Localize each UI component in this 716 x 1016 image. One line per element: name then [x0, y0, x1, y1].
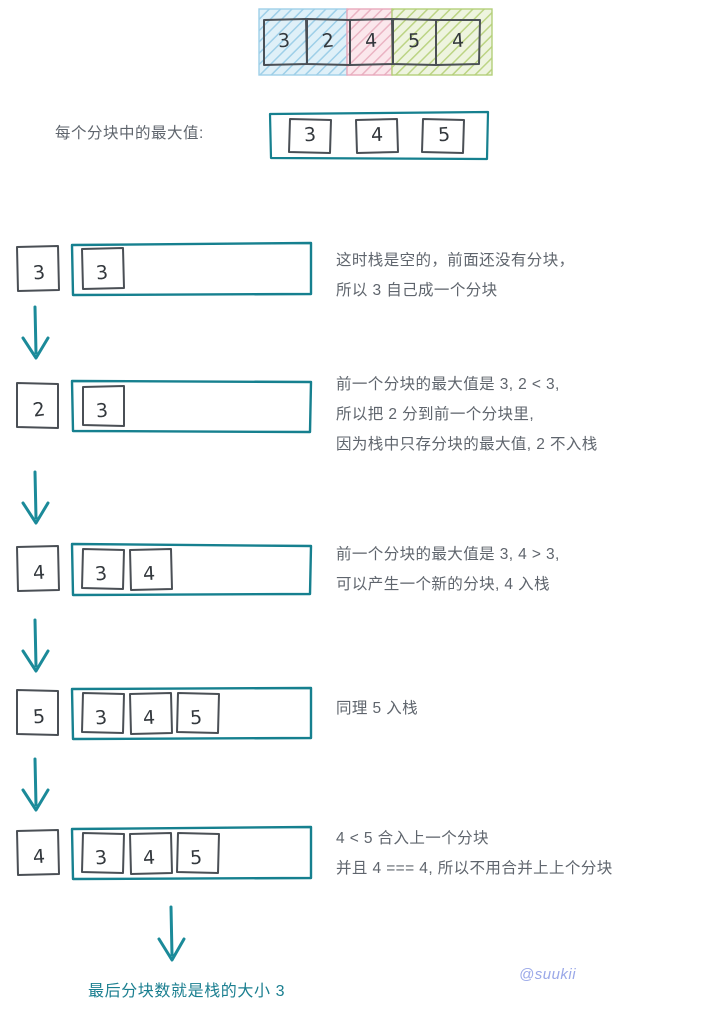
step-4-stack-box: [70, 686, 313, 741]
step-5-stack-value: 4: [142, 846, 156, 870]
step-4-note: 同理 5 入栈: [336, 700, 419, 717]
step-1-stack-box: [70, 241, 313, 297]
step-3-stack-box: [70, 542, 313, 597]
step-1-note: 这时栈是空的，前面还没有分块， 所以 3 自己成一个分块: [336, 252, 575, 299]
step-5-current-box: [16, 829, 60, 876]
step-3-stack-value: 4: [142, 562, 156, 586]
max-values-box: [268, 110, 490, 161]
step-1-stack-value: 3: [95, 261, 110, 285]
step-2-stack-value: 3: [95, 399, 109, 423]
step-5-stack-value: 3: [94, 846, 109, 870]
arrow-down-3: [21, 618, 50, 673]
step-2-stack-box: [70, 379, 313, 434]
step-3-stack-value: 3: [94, 562, 109, 586]
step-3-current-box: [16, 545, 60, 592]
step-4-stack-value: 3: [94, 706, 109, 730]
step-5-note: 4 < 5 合入上一个分块 并且 4 === 4, 所以不用合并上上个分块: [336, 830, 613, 877]
step-3: 4 3 4 前一个分块的最大值是 3, 4 > 3, 可以产生一个新的分块, 4…: [0, 538, 716, 613]
array-cell-value: 4: [451, 29, 465, 53]
array-cell-value: 2: [320, 29, 336, 53]
array-cell-value: 5: [407, 29, 421, 53]
step-5-stack-box: [70, 825, 313, 881]
watermark: @suukii: [519, 966, 577, 983]
step-1-current-value: 3: [32, 261, 47, 285]
step-3-current-value: 4: [32, 561, 46, 585]
step-4-stack-value: 5: [189, 706, 203, 730]
step-1: 3 3 这时栈是空的，前面还没有分块， 所以 3 自己成一个分块: [0, 238, 716, 308]
array-row: 3 2 4 5 4: [258, 8, 494, 76]
max-values-container: 3 4 5: [268, 110, 490, 162]
array-cell-value: 3: [277, 29, 291, 53]
step-2: 2 3 前一个分块的最大值是 3, 2 < 3, 所以把 2 分到前一个分块里,…: [0, 375, 716, 465]
arrow-down-final: [157, 905, 186, 962]
arrow-down-2: [21, 470, 50, 525]
step-4-stack-value: 4: [142, 706, 156, 730]
max-values-label: 每个分块中的最大值:: [55, 125, 204, 142]
step-5-current-value: 4: [32, 845, 46, 869]
step-1-current-box: [16, 245, 60, 292]
step-5: 4 3 4 5 4 < 5 合入上一个分块 并且 4 === 4, 所以不用合并…: [0, 822, 716, 892]
step-4: 5 3 4 5 同理 5 入栈: [0, 682, 716, 752]
array-group-shading: [258, 8, 493, 76]
max-value: 4: [370, 123, 384, 147]
step-4-current-value: 5: [32, 705, 46, 729]
array-cell-borders: [263, 18, 481, 66]
step-3-note: 前一个分块的最大值是 3, 4 > 3, 可以产生一个新的分块, 4 入栈: [336, 546, 560, 593]
step-2-current-box: [16, 382, 59, 429]
step-4-current-box: [16, 689, 59, 736]
max-value: 3: [303, 123, 317, 147]
arrow-down-4: [21, 757, 50, 812]
max-value: 5: [437, 123, 451, 147]
step-5-stack-value: 5: [189, 846, 203, 870]
step-2-note: 前一个分块的最大值是 3, 2 < 3, 所以把 2 分到前一个分块里, 因为栈…: [336, 376, 598, 453]
conclusion-text: 最后分块数就是栈的大小 3: [88, 983, 286, 1000]
array-cell-value: 4: [364, 29, 378, 53]
arrow-down-1: [21, 305, 50, 360]
